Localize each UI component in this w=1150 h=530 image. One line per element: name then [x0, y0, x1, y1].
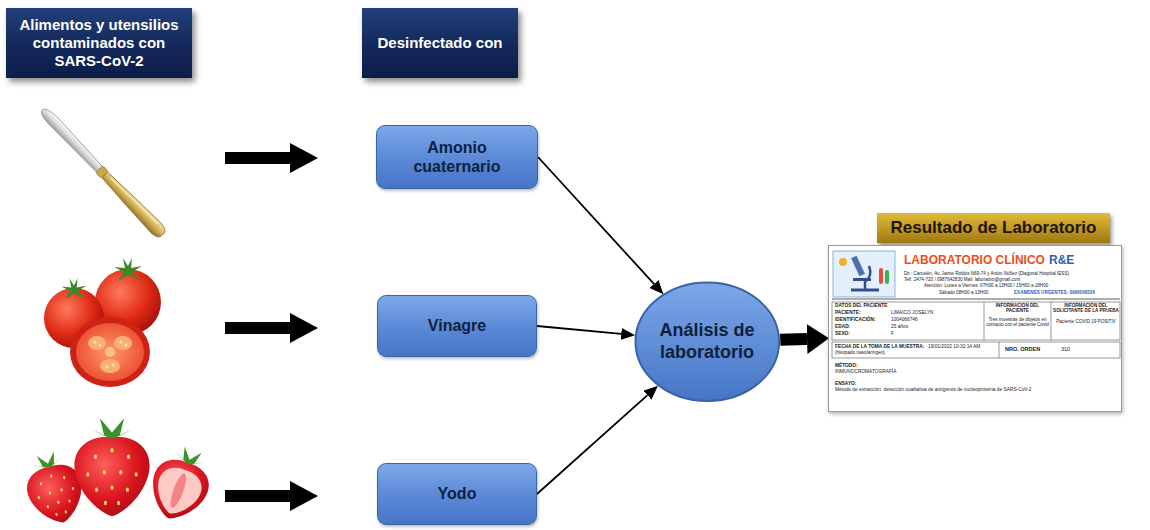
- report-text: DATOS DEL PACIENTE: [835, 303, 887, 309]
- report-text: Dir.: Carcelén, Av. Jaime Roldós N69-74 …: [904, 271, 1069, 276]
- text-group: Resultado de Laboratorio: [891, 218, 1097, 238]
- report-text: 310: [1061, 346, 1070, 352]
- header-text: Alimentos y utensilios contaminados con …: [14, 16, 184, 70]
- report-text: 25 años: [891, 324, 908, 330]
- knife-handle-shine: [110, 176, 157, 225]
- tomato-stem: [114, 258, 142, 281]
- heading-text: Resultado de Laboratorio: [891, 218, 1097, 238]
- report-text: Paciente COVID 19 POSITIV: [1053, 319, 1119, 324]
- connector-arrow: [538, 157, 654, 284]
- table-rule: [1051, 302, 1052, 340]
- circle-label: Análisis de laboratorio: [651, 320, 763, 363]
- strawberry-body: [142, 453, 215, 528]
- tomato-seed-chamber: [100, 359, 120, 373]
- report-text: Atención: Lunes a Viernes: 07H30 a 13H00…: [924, 283, 1048, 288]
- tomato-seed-chamber: [114, 336, 132, 350]
- report-text: Sábado 08H00 a 13H00: [939, 290, 988, 295]
- box-label: Amonio cuaternario: [385, 138, 529, 176]
- report-text: NRO. ORDEN: [1005, 346, 1040, 352]
- report-text: LIMAICO JOSELYN: [891, 310, 934, 316]
- table-frame: [832, 342, 1120, 358]
- text-group: Vinagre: [428, 316, 486, 335]
- report-text: 19/01/2022 10:32:14 AM: [928, 344, 980, 350]
- text-group: Alimentos y utensilios contaminados con …: [14, 16, 184, 70]
- analysis-circle: Análisis de laboratorio: [634, 281, 781, 402]
- connector-arrow: [537, 326, 621, 334]
- block-arrow: [225, 143, 318, 173]
- strawberry-seeds: [33, 470, 80, 520]
- tomato-stem: [61, 278, 86, 299]
- report-text: (hisopado nasofaríngeo): [835, 350, 885, 355]
- table-rule: [984, 302, 985, 340]
- report-text: R&E: [1049, 254, 1074, 268]
- box-label: Yodo: [438, 484, 477, 503]
- strawberry-half: [142, 440, 220, 528]
- test-tube: [885, 270, 889, 284]
- report-text: Método de extracción: detección cualitat…: [835, 387, 1117, 393]
- text-group: Amonio cuaternario: [385, 138, 529, 176]
- box-label: Vinagre: [428, 316, 486, 335]
- report-text: Tres muestras de objetos en contacto con…: [986, 317, 1049, 328]
- report-text: MÉTODO:: [835, 363, 858, 369]
- block-arrow: [225, 481, 318, 511]
- block-arrow: [225, 313, 318, 343]
- strawberry-body: [74, 437, 149, 516]
- report-text: F: [891, 331, 894, 337]
- circle-shape: [635, 283, 779, 401]
- strawberry-illustration: [19, 418, 220, 529]
- header-text: Desinfectado con: [377, 34, 502, 52]
- tomato-illustration: [44, 258, 161, 387]
- report-text: LABORATORIO CLÍNICO: [904, 254, 1045, 268]
- strawberry-seeds: [86, 448, 137, 505]
- connector-arrow: [780, 333, 807, 346]
- header-box: Alimentos y utensilios contaminados con …: [6, 8, 192, 78]
- report-text: INMUNOCROMATOGRAFÍA: [835, 369, 896, 375]
- microscope-stage: [853, 278, 871, 281]
- connector-arrow: [537, 395, 647, 494]
- text-group: Desinfectado con: [377, 34, 502, 52]
- strawberry-flesh: [149, 463, 206, 521]
- strawberry-whole: [74, 418, 149, 516]
- report-text: IDENTIFICACIÓN:: [835, 317, 876, 323]
- table-frame: [832, 302, 1120, 340]
- process-box: Amonio cuaternario: [376, 125, 538, 189]
- strawberry-leaves: [30, 450, 65, 473]
- report-text: INFORMACION DEL PACIENTE: [986, 303, 1049, 314]
- knife-handle: [100, 170, 168, 240]
- report-text: SEXO:: [835, 331, 850, 337]
- header-box: Desinfectado con: [362, 8, 518, 78]
- microscope-tube: [851, 256, 865, 277]
- report-text: EXAMENES URGENTES: 0996068536: [1014, 290, 1095, 295]
- tomato-half-skin: [70, 317, 150, 387]
- strawberry-leaves: [172, 444, 208, 470]
- strawberry-core: [168, 472, 190, 509]
- tomato-seeds: [94, 341, 128, 369]
- header-rule: [832, 299, 1120, 300]
- lab-report: LABORATORIO CLÍNICO R&E Dir.: Carcelén, Av…: [828, 245, 1122, 412]
- process-box: Yodo: [377, 463, 537, 525]
- report-text: Telf. 2474-720 / 0987642830 Mail: labora…: [904, 277, 1020, 282]
- text-group: Yodo: [438, 484, 477, 503]
- test-tube: [879, 268, 883, 284]
- report-text: PACIENTE:: [835, 310, 861, 316]
- report-text: ENSAYO:: [835, 381, 856, 387]
- strawberry-leaves: [90, 418, 134, 439]
- report-text: FECHA DE LA TOMA DE LA MUESTRA:: [835, 344, 924, 350]
- text-group: Análisis de laboratorio: [651, 320, 763, 363]
- table-rule: [999, 342, 1000, 358]
- report-text: EDAD:: [835, 324, 850, 330]
- report-text: 1004066746: [891, 317, 918, 323]
- tomato-seed-chamber: [88, 336, 106, 350]
- logo-dot: [839, 258, 847, 266]
- result-heading-box: Resultado de Laboratorio: [877, 213, 1110, 243]
- tomato-core: [105, 347, 115, 357]
- report-text: INFORMACION DEL SOLICITANTE DE LA PRUEBA: [1053, 303, 1119, 314]
- knife-illustration: [37, 105, 168, 240]
- knife-blade: [39, 106, 105, 174]
- tomato-half-flesh: [76, 323, 144, 381]
- logo-frame: [833, 251, 895, 297]
- process-box: Vinagre: [377, 295, 537, 357]
